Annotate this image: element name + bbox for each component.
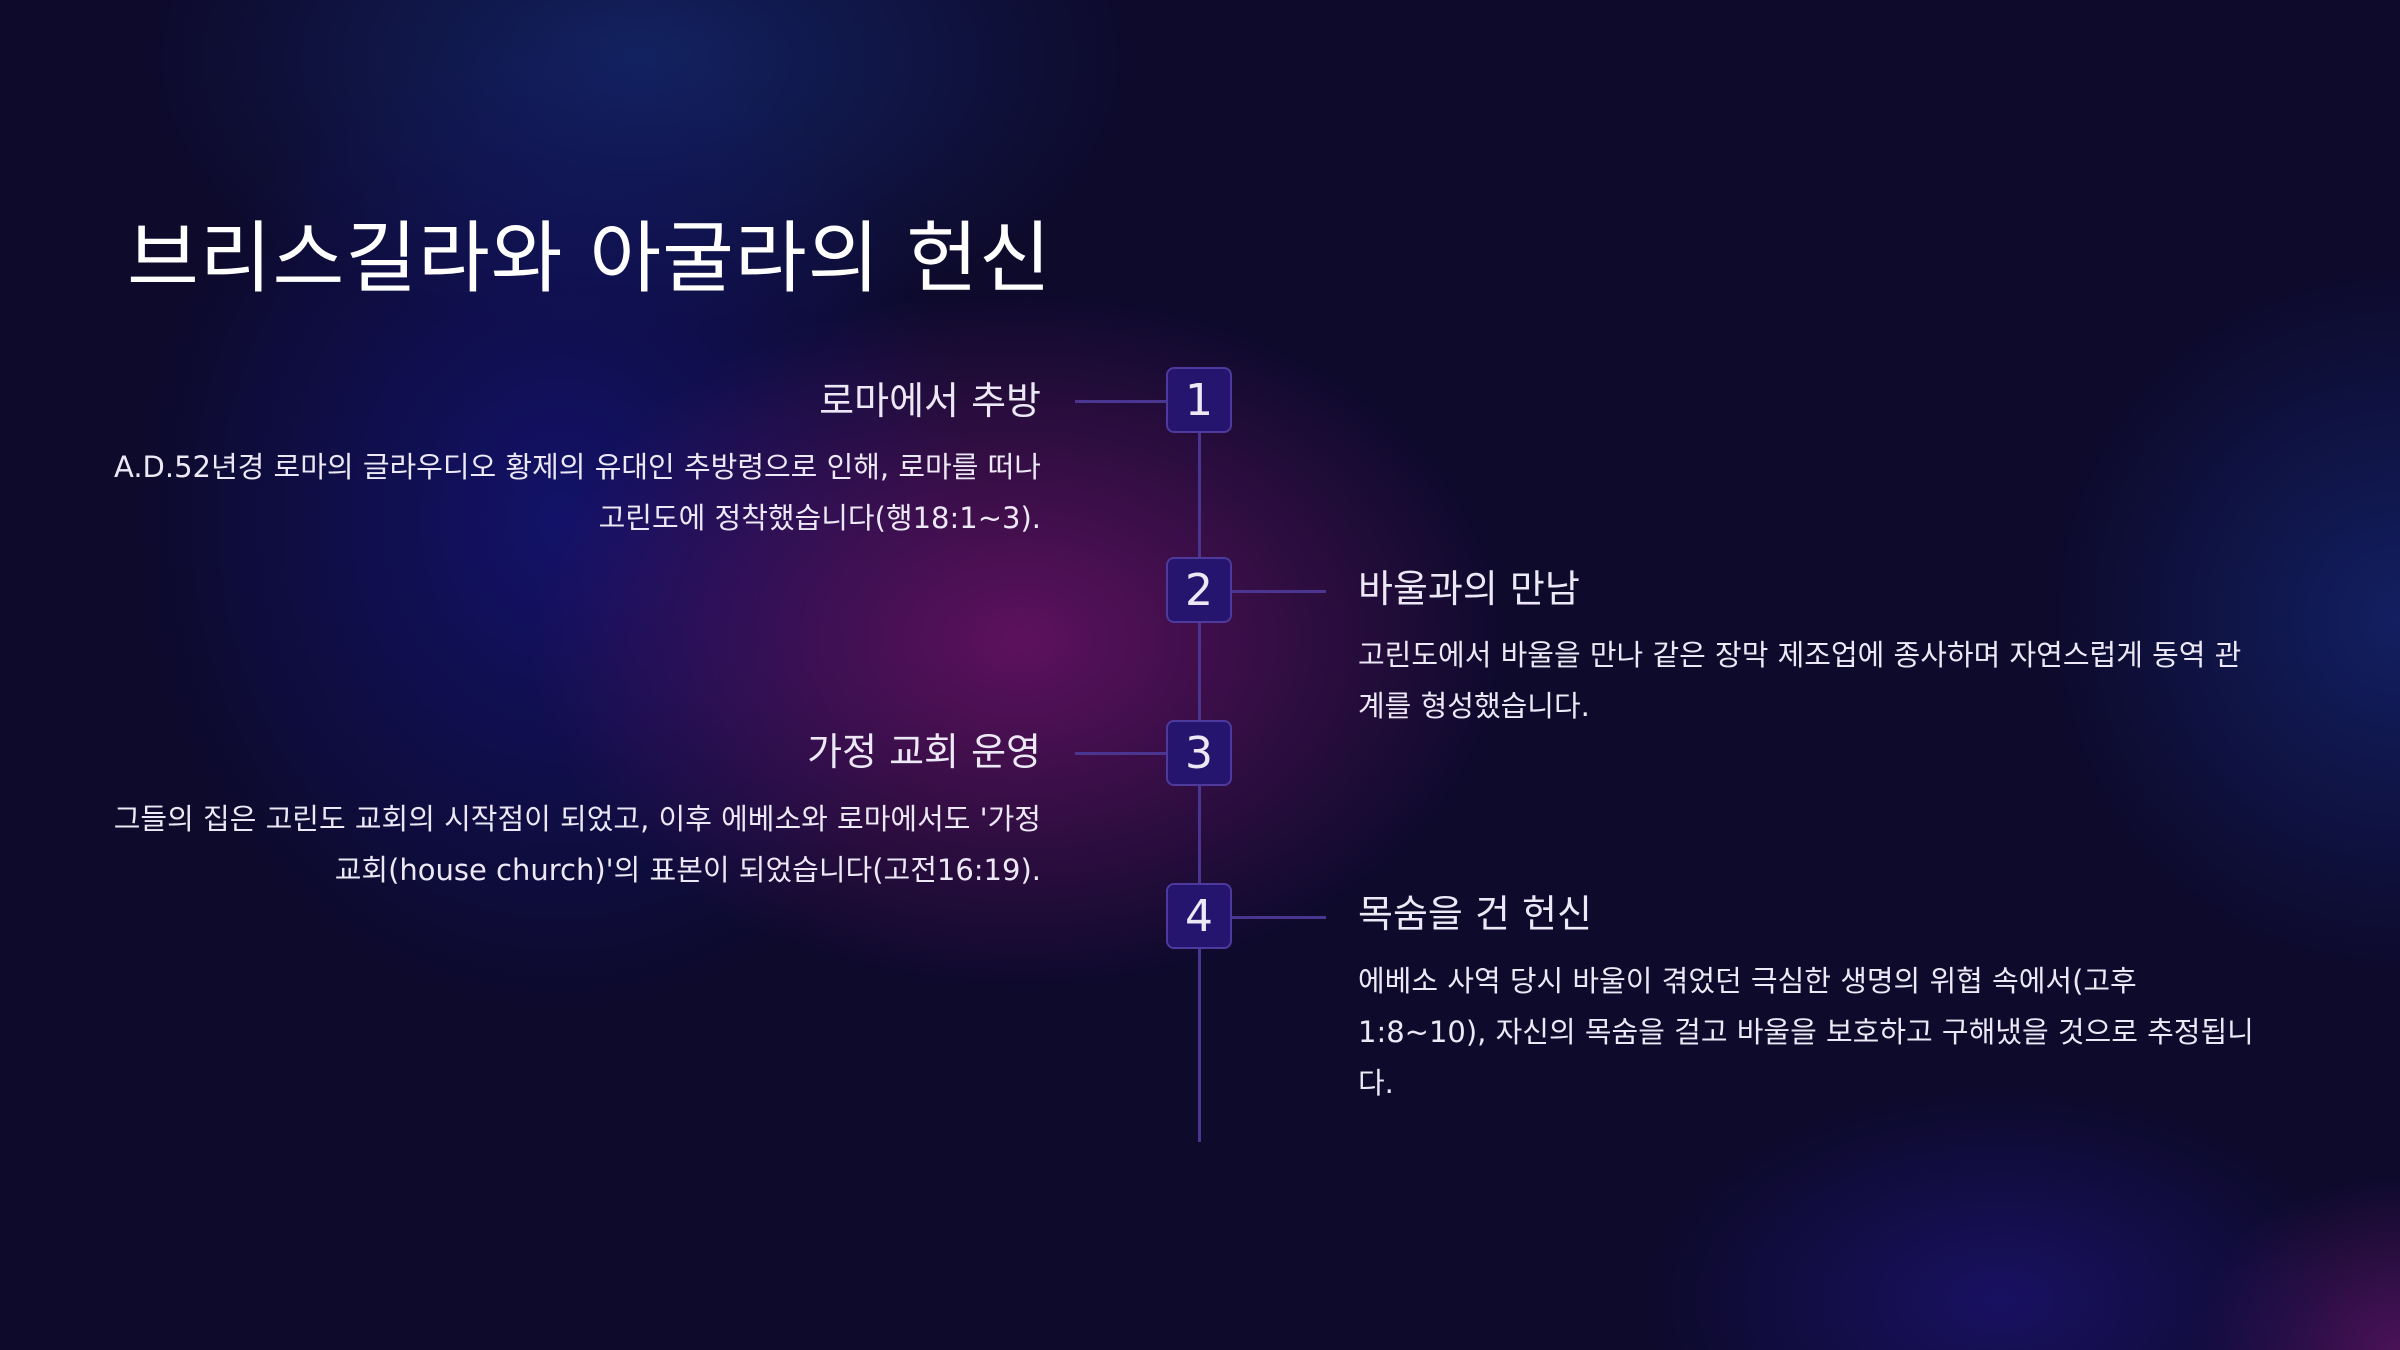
timeline-heading: 로마에서 추방: [819, 379, 1041, 423]
timeline-description: A.D.52년경 로마의 글라우디오 황제의 유대인 추방령으로 인해, 로마를…: [113, 450, 1041, 535]
timeline-heading: 바울과의 만남: [1358, 567, 1580, 611]
timeline-description: 고린도에서 바울을 만나 같은 장막 제조업에 종사하며 자연스럽게 동역 관계…: [1358, 638, 2242, 723]
timeline-step-4: 4: [1166, 883, 1232, 949]
timeline-step-1: 1: [1166, 367, 1232, 433]
timeline-description: 에베소 사역 당시 바울이 겪었던 극심한 생명의 위협 속에서(고후 1:8~…: [1358, 964, 2254, 1100]
page-title: 브리스길라와 아굴라의 헌신: [127, 214, 1052, 304]
timeline-connector: [1075, 400, 1167, 403]
timeline-step-2: 2: [1166, 557, 1232, 623]
timeline-connector: [1232, 916, 1326, 919]
timeline-connector: [1232, 590, 1326, 593]
timeline-step-3: 3: [1166, 720, 1232, 786]
timeline-description: 그들의 집은 고린도 교회의 시작점이 되었고, 이후 에베소와 로마에서도 '…: [113, 802, 1041, 887]
timeline-heading: 목숨을 건 헌신: [1358, 892, 1592, 936]
timeline-connector: [1075, 752, 1167, 755]
timeline-heading: 가정 교회 운영: [807, 730, 1041, 774]
